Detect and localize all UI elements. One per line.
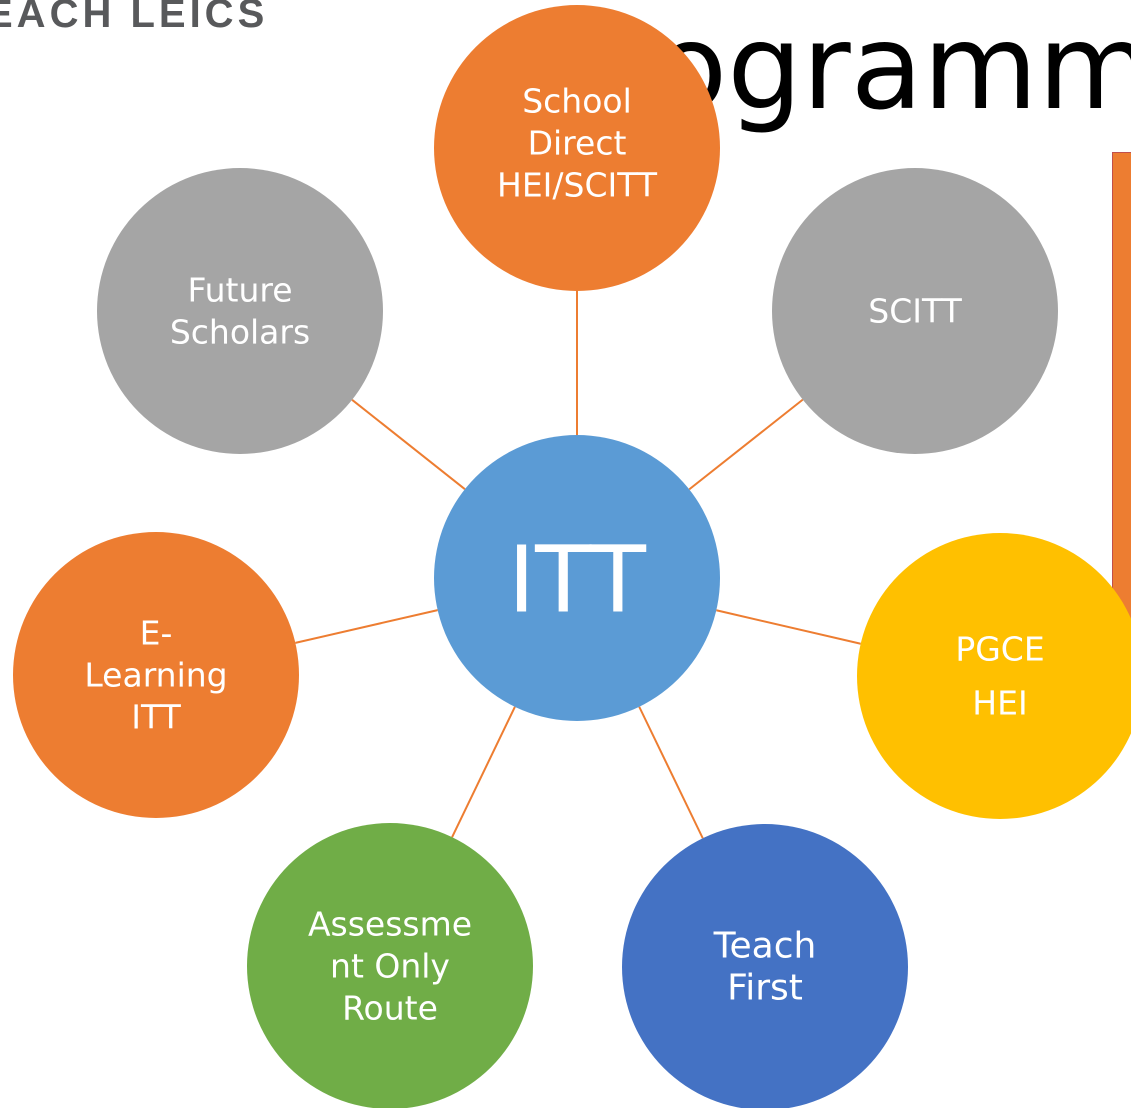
node-circle-scitt xyxy=(772,168,1058,454)
node-label-pgce-hei-0: PGCE xyxy=(955,630,1044,669)
node-label-assessment-only-route-0: Assessme xyxy=(308,905,472,944)
center-circle xyxy=(434,435,720,721)
node-circle-e-learning-itt xyxy=(13,532,299,818)
node-label-e-learning-itt-1: Learning xyxy=(84,656,227,695)
connector-e-learning-itt xyxy=(295,609,438,644)
node-label-teach-first-0: Teach xyxy=(713,926,817,967)
connector-future-scholars xyxy=(351,399,466,490)
connector-assessment-only-route xyxy=(451,706,516,838)
node-label-future-scholars-1: Scholars xyxy=(170,313,310,352)
node-circle-future-scholars xyxy=(97,168,383,454)
connector-scitt xyxy=(688,398,804,491)
node-label-school-direct-0: School xyxy=(522,82,632,121)
center-label: ITT xyxy=(508,527,647,634)
node-label-assessment-only-route-2: Route xyxy=(342,989,438,1028)
node-label-scitt-0: SCITT xyxy=(868,292,962,331)
node-label-teach-first-1: First xyxy=(727,968,803,1009)
node-circle-pgce-hei xyxy=(857,533,1131,819)
node-circle-assessment-only-route xyxy=(247,823,533,1108)
node-scitt: SCITT xyxy=(772,168,1058,454)
connector-pgce-hei xyxy=(716,609,861,645)
node-label-e-learning-itt-2: ITT xyxy=(131,698,181,737)
node-label-assessment-only-route-1: nt Only xyxy=(330,947,450,986)
connectors xyxy=(295,291,861,839)
node-label-school-direct-1: Direct xyxy=(528,124,627,163)
node-label-school-direct-2: HEI/SCITT xyxy=(497,166,658,205)
node-label-future-scholars-0: Future xyxy=(187,271,292,310)
node-label-pgce-hei-1: HEI xyxy=(972,684,1027,723)
node-circle-teach-first xyxy=(622,824,908,1108)
node-label-e-learning-itt-0: E- xyxy=(140,614,173,653)
connector-teach-first xyxy=(638,706,704,839)
center-node: ITT xyxy=(434,435,720,721)
brand-logo-text: EACH LEICS xyxy=(0,0,269,36)
node-pgce-hei: PGCE HEI xyxy=(857,533,1131,819)
node-circle-school-direct xyxy=(434,5,720,291)
